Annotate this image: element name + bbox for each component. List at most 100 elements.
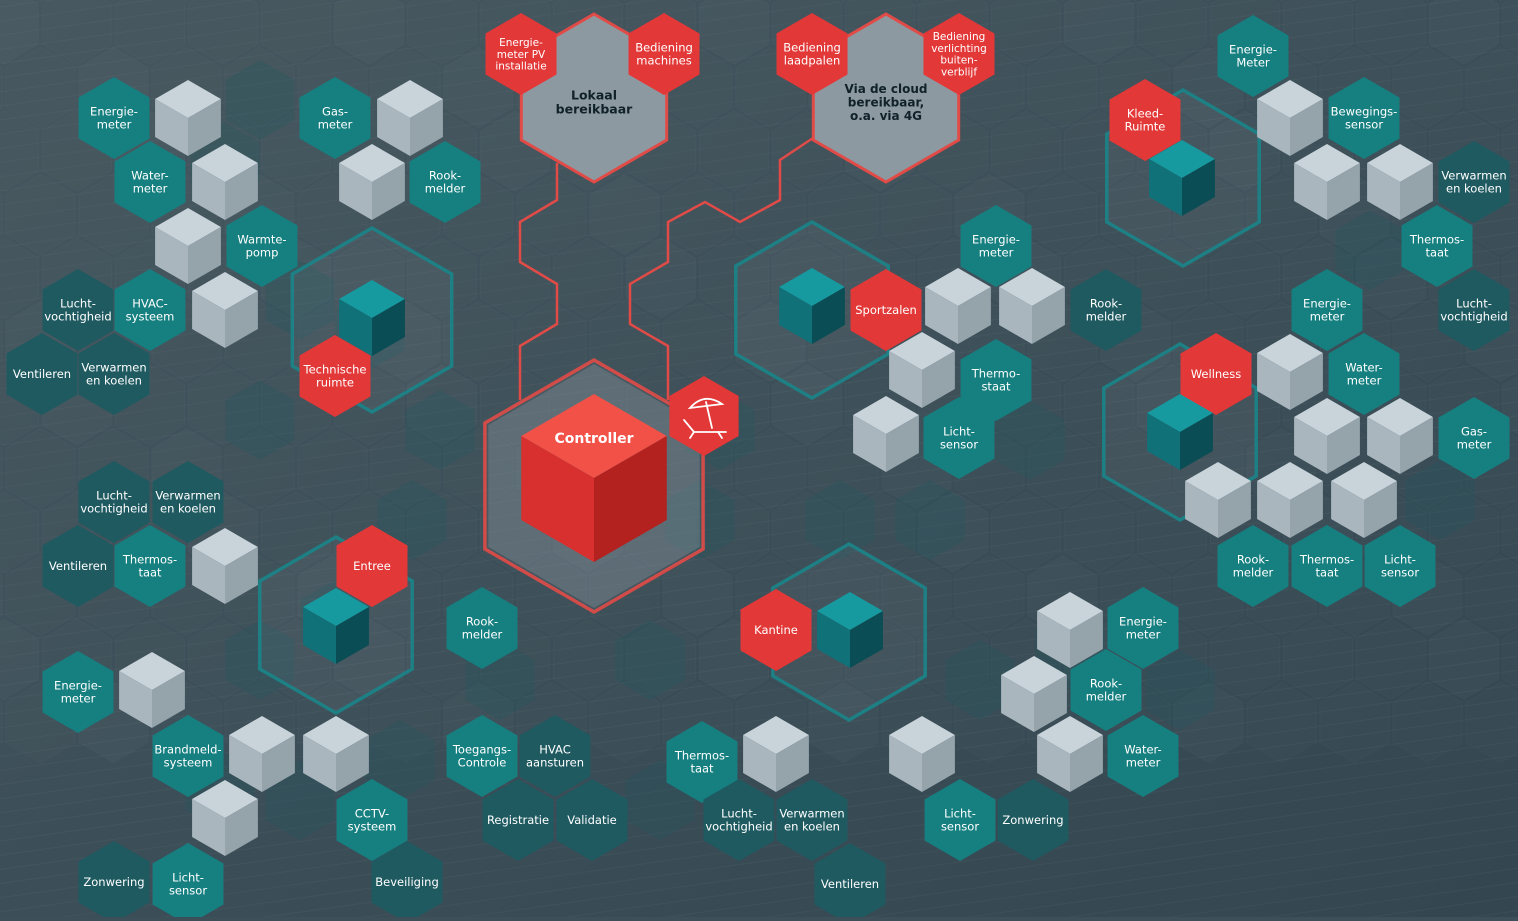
cube-left: [925, 287, 958, 344]
ambient-hex: [615, 620, 685, 700]
device-verwarmen-koelen: [1438, 141, 1510, 223]
device-zonwering-label: Zonwering: [1002, 813, 1063, 827]
sportzalen-cube: [779, 268, 845, 344]
grid-hex: [297, 427, 368, 510]
device-watermeter-label: Water-meter: [1345, 361, 1382, 388]
device-cube: [1367, 144, 1433, 220]
cube-left: [1185, 481, 1218, 538]
grid-hex: [516, 300, 587, 383]
ambient-hex: [1405, 460, 1475, 540]
device-thermostaat: [114, 525, 186, 607]
device-luchtvochtigheid: [78, 461, 150, 543]
kleedruimte-cube: [1149, 140, 1215, 216]
grid-hex: [1209, 618, 1281, 700]
ambient-hex: [805, 480, 875, 560]
device-rookmelder: [1070, 649, 1142, 731]
device-ventileren: [6, 333, 78, 415]
grid-hex: [1279, 0, 1284, 2]
cube-top: [743, 716, 809, 754]
grid-hex: [330, 0, 335, 2]
device-verwarmen-koelen: [152, 461, 224, 543]
device-cube: [743, 716, 809, 792]
cube-right: [152, 671, 185, 728]
device-thermostaat: [1401, 205, 1473, 287]
cube-left: [339, 299, 372, 356]
device-luchtvochtigheid-label: Lucht-vochtigheid: [80, 489, 147, 516]
grid-hex: [771, 364, 843, 446]
device-rookmelder: [409, 141, 481, 223]
grid-hex: [0, 237, 40, 319]
device-cube: [1294, 398, 1360, 474]
device-brandmeldsysteem-label: Brandmeld-systeem: [154, 743, 221, 770]
grid-hex: [844, 491, 916, 573]
device-luchtvochtigheid-label: Lucht-vochtigheid: [44, 297, 111, 324]
device-cube: [1331, 462, 1397, 538]
device-luchtvochtigheid: [42, 269, 114, 351]
cube-left: [339, 163, 372, 220]
grid-hex: [1063, 0, 1135, 65]
device-warmtepomp: [226, 205, 298, 287]
cube-left: [521, 436, 594, 562]
cube-left: [999, 287, 1032, 344]
device-lichtsensor: [152, 843, 224, 921]
wellness-cube: [1147, 394, 1213, 470]
device-cubes: [119, 80, 1433, 856]
grid-hex: [1355, 618, 1427, 700]
device-cube: [229, 716, 295, 792]
device-energiemeter: [42, 651, 114, 733]
grid-hex: [257, 0, 262, 2]
grid-hex: [1282, 0, 1354, 65]
grid-hex: [0, 491, 40, 573]
grid-hex: [260, 0, 332, 65]
device-hvac-systeem-label: HVAC-systeem: [126, 297, 175, 324]
device-cube: [303, 716, 369, 792]
cube-left: [743, 735, 776, 792]
cube-top: [339, 144, 405, 182]
device-hvac-aansturen: [519, 715, 591, 797]
cube-right: [188, 99, 221, 156]
route-local: [518, 163, 559, 400]
cube-right: [1290, 481, 1323, 538]
grid-hex: [990, 491, 1062, 573]
cube-left: [1367, 163, 1400, 220]
grid-hex: [1425, 0, 1430, 2]
zone-kantine-label: Kantine: [754, 623, 798, 637]
cube-top: [339, 280, 405, 318]
device-cube: [853, 396, 919, 472]
grid-hex: [1027, 173, 1098, 256]
device-luchtvochtigheid-label: Lucht-vochtigheid: [705, 807, 772, 834]
device-luchtvochtigheid: [703, 779, 775, 861]
device-ventileren-label: Ventileren: [13, 367, 71, 381]
cube-left: [1331, 481, 1364, 538]
cube-left: [889, 735, 922, 792]
device-energiemeter-label: Energie-meter: [972, 233, 1020, 260]
grid-hex: [406, 491, 478, 573]
grid-hex: [1136, 0, 1208, 65]
grid-hex: [552, 237, 624, 319]
grid-hex: [662, 173, 733, 256]
grid-hex: [0, 446, 3, 491]
device-luchtvochtigheid-label: Lucht-vochtigheid: [1440, 297, 1507, 324]
grid-hex: [695, 0, 700, 2]
grid-hex: [771, 491, 843, 573]
grid-hex: [589, 173, 660, 256]
device-cube: [155, 208, 221, 284]
zone-entree: [336, 525, 408, 607]
zone-kleedruimte: [1109, 79, 1181, 161]
grid-hex: [698, 110, 770, 192]
cube-left: [155, 99, 188, 156]
grid-hex: [917, 491, 989, 573]
device-watermeter-label: Water-meter: [131, 169, 168, 196]
grid-hex: [1428, 0, 1500, 65]
grid-hex: [768, 0, 773, 2]
grid-hex: [0, 65, 3, 110]
grid-hex: [479, 237, 551, 319]
device-watermeter: [1328, 333, 1400, 415]
grid-hex: [698, 0, 770, 65]
device-beveiliging-label: Beveiliging: [375, 875, 439, 889]
device-cube: [1367, 398, 1433, 474]
zone-sportzalen: [850, 269, 922, 351]
cube-left: [377, 99, 410, 156]
